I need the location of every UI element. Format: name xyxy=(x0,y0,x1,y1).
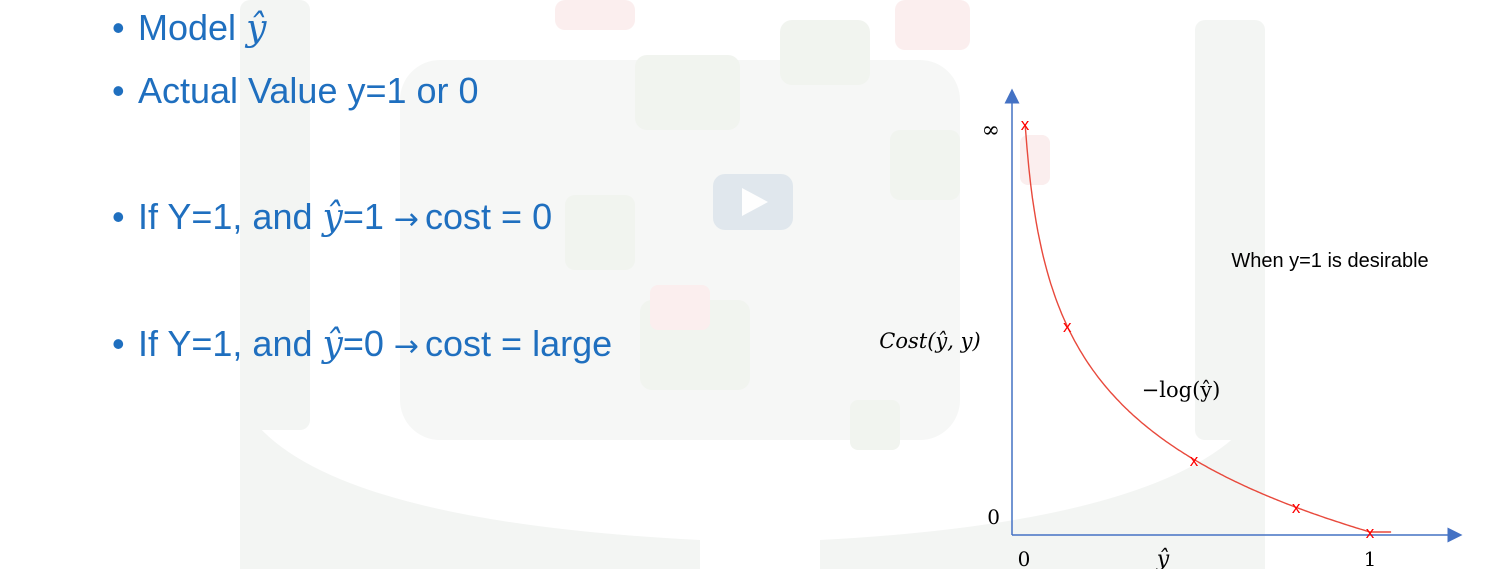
bullet-dot: • xyxy=(112,7,125,48)
annotation-text: When y=1 is desirable xyxy=(1231,250,1428,272)
bullet-text: Model xyxy=(138,7,247,48)
data-point-marker: x xyxy=(1021,115,1030,134)
bullet-dot: • xyxy=(112,323,125,364)
play-icon xyxy=(742,188,768,216)
bullet-result: cost = 0 xyxy=(425,196,553,237)
x-tick-one: 1 xyxy=(1364,547,1377,569)
curve-label: −log(ŷ) xyxy=(1142,378,1221,402)
bullet-model-yhat: • Model ŷ xyxy=(112,10,266,47)
x-axis-label: ŷ xyxy=(1156,547,1170,569)
bullet-result: cost = large xyxy=(425,323,613,364)
bullet-dot: • xyxy=(112,196,125,237)
data-point-marker: x xyxy=(1190,451,1199,470)
bullet-text: Actual Value y=1 or 0 xyxy=(138,70,479,111)
cost-curve-line xyxy=(1024,123,1392,533)
arrow-icon: → xyxy=(393,202,420,237)
data-point-marker: x xyxy=(1366,523,1375,542)
bullet-value: =0 xyxy=(342,323,384,364)
bullet-cost-large: • If Y=1, and ŷ=0 →cost = large xyxy=(112,326,612,363)
y-axis-label: Cost(ŷ, y) xyxy=(879,329,980,353)
y-tick-zero: 0 xyxy=(987,505,1000,529)
play-button[interactable] xyxy=(713,174,793,230)
bullet-value: =1 xyxy=(342,196,384,237)
data-point-marker: x xyxy=(1063,317,1072,336)
y-tick-infinity: ∞ xyxy=(982,118,1000,143)
bullet-text: If Y=1, and xyxy=(138,323,323,364)
yhat-symbol: ŷ xyxy=(322,197,343,238)
bullet-dot: • xyxy=(112,70,125,111)
data-point-marker: x xyxy=(1292,498,1301,517)
bullet-cost-zero: • If Y=1, and ŷ=1 →cost = 0 xyxy=(112,199,552,236)
bullet-actual-value: • Actual Value y=1 or 0 xyxy=(112,73,479,109)
arrow-icon: → xyxy=(393,329,420,364)
bullet-text: If Y=1, and xyxy=(138,196,323,237)
yhat-symbol: ŷ xyxy=(246,8,267,49)
x-tick-zero: 0 xyxy=(1018,547,1031,569)
yhat-symbol: ŷ xyxy=(322,324,343,365)
